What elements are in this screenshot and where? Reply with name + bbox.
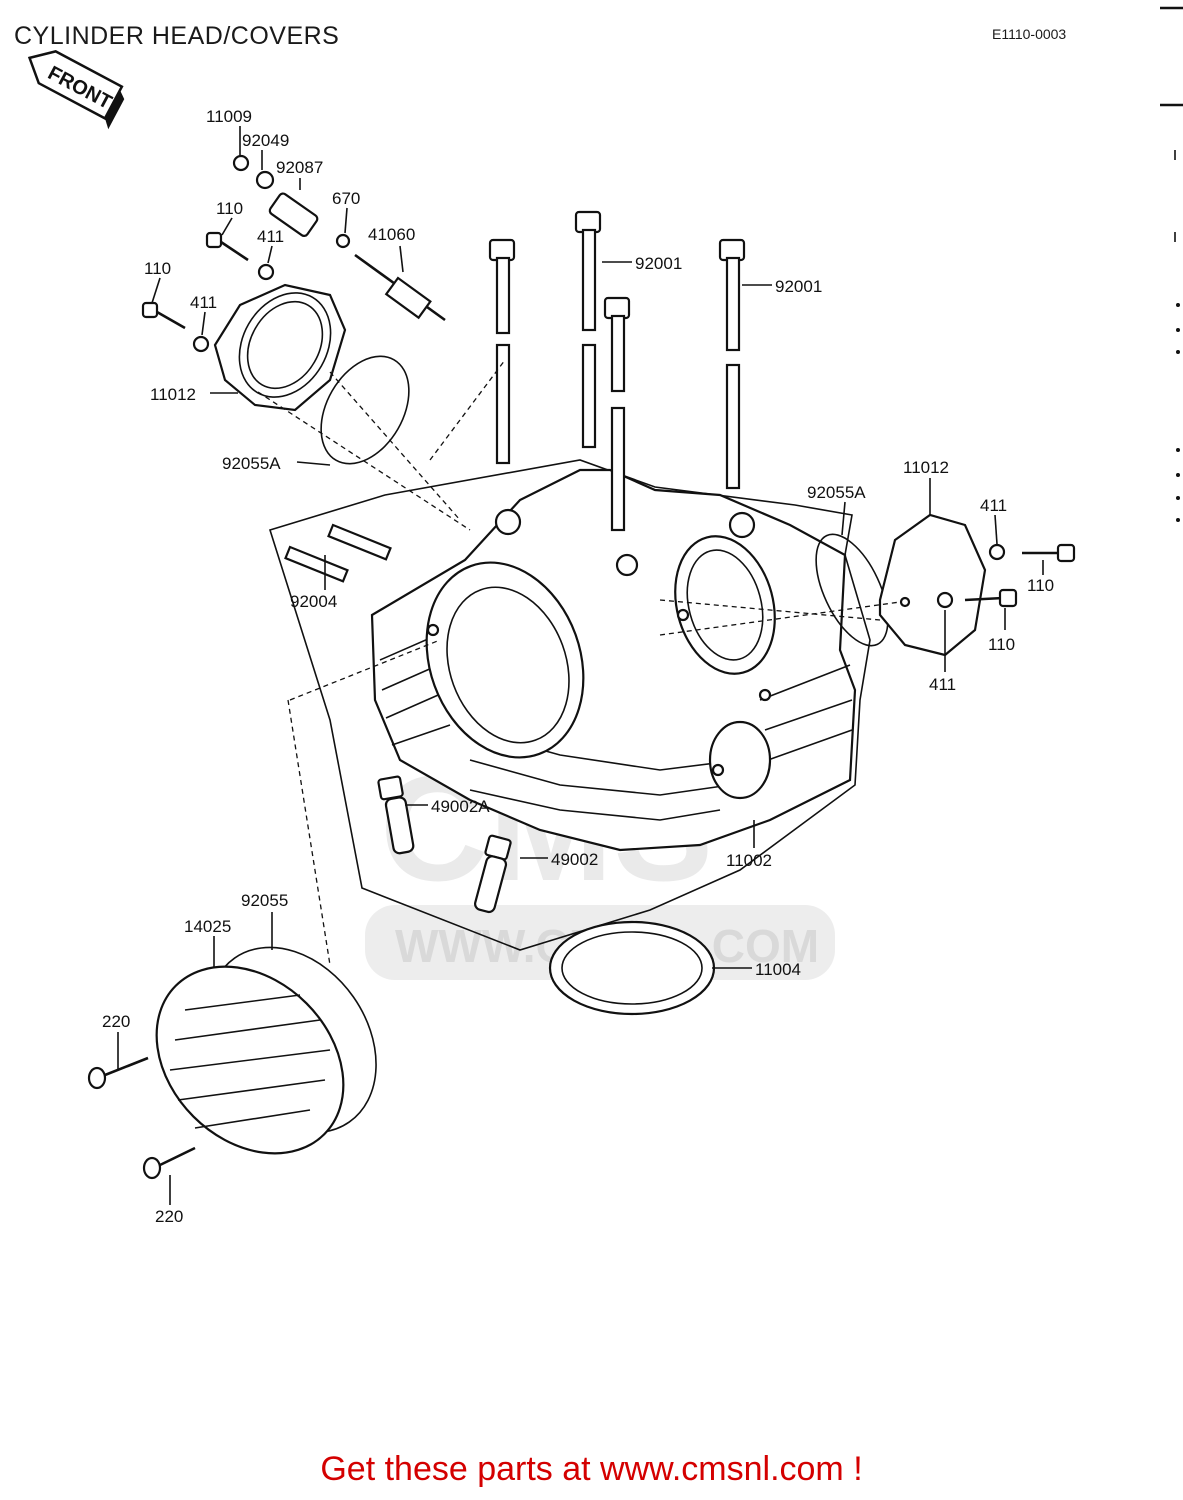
label-110-c: 110: [1027, 576, 1054, 595]
gasket-11004: [548, 920, 716, 1016]
valve-guide-49002: [474, 834, 512, 914]
label-411-b: 411: [190, 293, 217, 312]
label-92001-center: 92001: [635, 254, 682, 273]
leader-lines: [117, 126, 1044, 1205]
label-14025: 14025: [184, 917, 231, 936]
label-220-a: 220: [102, 1012, 130, 1031]
label-11012-left: 11012: [150, 385, 196, 404]
front-arrow-icon: FRONT: [27, 50, 125, 130]
label-92049: 92049: [242, 131, 289, 150]
footer-link[interactable]: Get these parts at www.cmsnl.com !: [320, 1450, 863, 1488]
bolt-110-c: [1022, 543, 1076, 563]
label-49002: 49002: [551, 850, 598, 869]
label-220-b: 220: [155, 1207, 183, 1226]
label-110-b: 110: [144, 259, 171, 278]
head-bolt-92001-right: [718, 238, 746, 490]
washer-411-c: [988, 543, 1006, 561]
head-bolt-92001-center: [574, 210, 602, 449]
o-ring-92055a-right: [815, 533, 889, 647]
tacho-gear-41060: [354, 253, 446, 322]
label-11002: 11002: [726, 851, 772, 870]
label-411-d: 411: [929, 675, 956, 694]
label-49002a: 49002A: [431, 797, 490, 816]
washer-411-a: [257, 263, 275, 281]
label-411-a: 411: [257, 227, 284, 246]
label-92055a-right: 92055A: [807, 483, 866, 502]
cover-11012-right: [878, 513, 987, 657]
seal-92049: [255, 170, 275, 190]
tacho-cover-11012-left: [213, 283, 347, 412]
label-92087: 92087: [276, 158, 323, 177]
label-92055: 92055: [241, 891, 288, 910]
label-11012-right: 11012: [903, 458, 949, 477]
label-670: 670: [332, 189, 360, 208]
o-ring-92055a-left: [320, 355, 410, 465]
label-41060: 41060: [368, 225, 415, 244]
label-92001-right: 92001: [775, 277, 822, 296]
label-11004: 11004: [755, 960, 801, 979]
screw-220-a: [87, 1056, 149, 1090]
label-110-d: 110: [988, 635, 1015, 654]
label-92004: 92004: [290, 592, 337, 611]
screw-220-b: [142, 1146, 196, 1180]
head-bolt-92001-inner: [603, 296, 631, 532]
page-title: CYLINDER HEAD/COVERS: [14, 22, 340, 50]
o-ring-670: [335, 233, 351, 249]
label-110-a: 110: [216, 199, 243, 218]
bushing-92087: [268, 192, 319, 237]
stud-92004: [284, 523, 392, 583]
washer-411-b: [192, 335, 210, 353]
cylinder-head: [370, 468, 857, 852]
label-11009: 11009: [206, 107, 252, 126]
bolt-110-b: [141, 301, 186, 330]
bolt-110-a: [205, 231, 249, 262]
valve-cover-14025: [155, 965, 345, 1155]
valve-guide-49002a: [377, 775, 415, 855]
label-411-c: 411: [980, 496, 1007, 515]
washer-11009: [232, 154, 250, 172]
head-bolt-92001-left: [488, 238, 516, 465]
diagram-code: E1110-0003: [992, 26, 1067, 42]
label-92055a-left: 92055A: [222, 454, 281, 473]
bolt-110-d: [964, 588, 1018, 608]
page-edge-marks: [1160, 6, 1183, 522]
